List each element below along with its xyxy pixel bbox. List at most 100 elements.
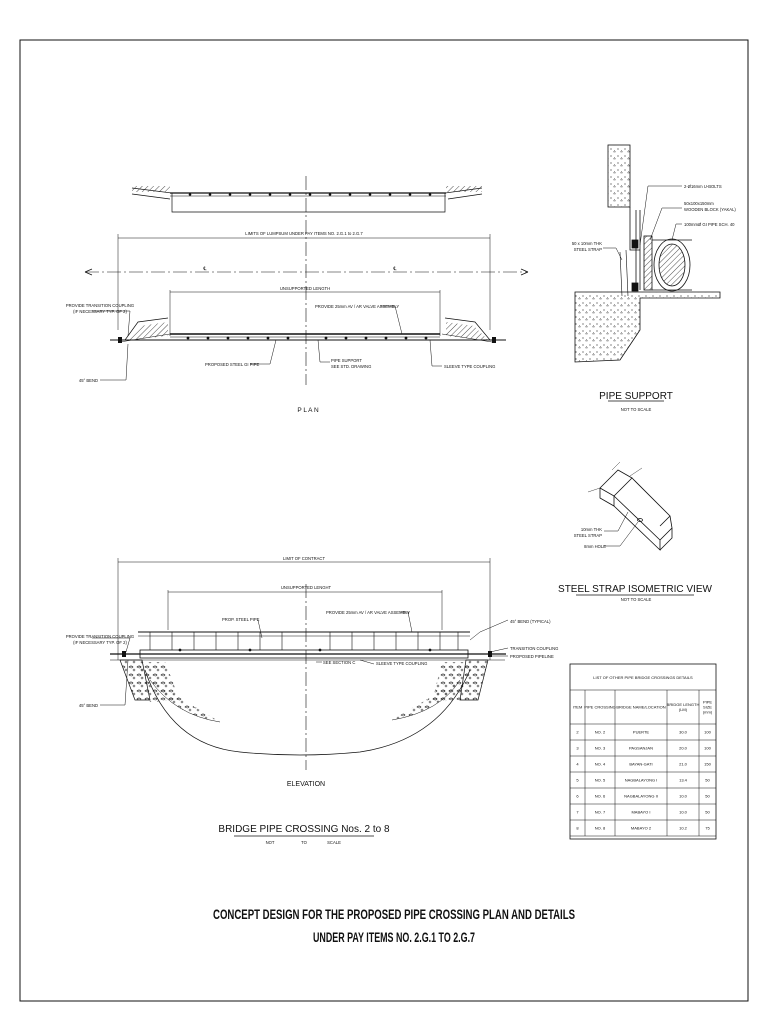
strap-iso-hole-label: 8mm HOLE [584,544,606,549]
crossing-table: LIST OF OTHER PIPE BRIDGE CROSSINGS DETA… [569,663,717,840]
elevation-railing-posts [149,632,459,650]
plan-transition-label-1: PROVIDE TRANSITION COUPLING [66,303,134,308]
pipe-support-labels: 2-Ø16mm U-BOLTS 50x100x150mm WOODEN BLOC… [572,184,737,412]
table-cell: 10.2 [679,826,688,831]
table-cell: NO. 6 [595,794,606,799]
table-cell: 30.0 [679,730,688,735]
elev-steel-pipe-label: PROP. STEEL PIPE [222,617,260,622]
table-header-cell: ITEM [573,705,583,710]
pipe-support-ubolts-label: 2-Ø16mm U-BOLTS [684,184,722,189]
bridge-scale-to: TO [301,840,307,845]
table-cell: 150 [704,762,711,767]
elev-bend-typ-label: 45° BEND (TYPICAL) [510,619,551,624]
pipe-support-detail [574,144,721,402]
table-cell: 6 [576,794,579,799]
pipe-support-wood-label-1: 50x100x150mm [684,201,714,206]
pipe-support-strap-label-2: STEEL STRAP [574,247,602,252]
table-cell: 3 [576,746,579,751]
table-cell: 20.0 [679,746,688,751]
table-title: LIST OF OTHER PIPE BRIDGE CROSSINGS DETA… [593,675,693,680]
bridge-title-block: BRIDGE PIPE CROSSING Nos. 2 to 8 NOT TO … [218,824,390,845]
plan-view [84,176,529,385]
table-cell: BAYAN-GATI [629,762,652,767]
elevation-supports [122,648,492,657]
plan-av-valve-label: PROVIDE 25mm AV / AR VALVE ASSEMBLY [315,304,399,309]
table-header-cell: BRIDGE NAME/LOCATION [616,705,665,710]
table-cell: 21.0 [679,762,688,767]
plan-cl-left: ℄ [202,266,207,272]
table-cell: 100 [704,746,711,751]
elev-view-label: ELEVATION [287,781,325,788]
plan-unsupported-label: UNSUPPORTED LENGTH [280,286,330,291]
table-cell: 50 [705,794,710,799]
sheet-title-line1: CONCEPT DESIGN FOR THE PROPOSED PIPE CRO… [213,907,575,922]
elev-av-valve-label: PROVIDE 25mm AV / AR VALVE ASSEMBLY [326,610,410,615]
table-header-cell: PIPE CROSSING [584,705,616,710]
elev-transition-label-1: PROVIDE TRANSITION COUPLING [66,634,134,639]
plan-view-label: P L A N [297,407,319,414]
table-cell: 2 [576,730,579,735]
plan-sleeve-label: SLEEVE TYPE COUPLING [444,364,495,369]
pipe-support-title: PIPE SUPPORT [599,391,673,402]
table-cell: 8 [576,826,579,831]
sheet-title-block: CONCEPT DESIGN FOR THE PROPOSED PIPE CRO… [213,907,575,945]
table-cell: 5 [576,778,579,783]
elev-transition-right-label: TRANSITION COUPLING [510,646,558,651]
plan-transition-label-2: (IF NECESSARY TYP. OF 2) [73,309,127,314]
strap-iso-scale: NOT TO SCALE [621,597,652,602]
elev-unsupported-label: UNSUPPORTED LENGHT [281,585,332,590]
plan-bend-label: 45° BEND [79,378,98,383]
table-cell: 75 [705,826,710,831]
elev-section-label: SEE SECTION C [323,660,355,665]
sheet-title-line2: UNDER PAY ITEMS NO. 2.G.1 TO 2.G.7 [313,930,475,945]
sheet-border [19,39,749,1002]
table-cell: NO. 3 [595,746,606,751]
elev-transition-label-2: (IF NECESSARY TYP. OF 2) [73,640,127,645]
pipe-support-strap-label-1: 50 x 10mm THK [572,241,602,246]
table-cell: MABAYO I [631,810,650,815]
plan-supports [118,336,496,343]
elevation-labels: LIMIT OF CONTRACT UNSUPPORTED LENGHT PRO… [66,556,559,788]
strap-iso-strap-label-2: STEEL STRAP [574,533,602,538]
table-cell: NO. 7 [595,810,606,815]
table-cell: 50 [705,778,710,783]
elev-bend-label: 45° BEND [79,703,98,708]
table-cell: NAGBALAYONG I [625,778,658,783]
bridge-scale-not: NOT [266,840,275,845]
table-cell: 10.0 [679,810,688,815]
plan-cl-right: ℄ [392,266,397,272]
plan-support-label-1: PIPE SUPPORT [331,358,362,363]
table-cell: PUERTE [633,730,649,735]
plan-limits-label: LIMITS OF LUMPSUM UNDER PAY ITEMS NO. 2.… [245,231,363,236]
plan-top-supports [188,193,432,196]
table-cell: NAGBALAYONG II [624,794,658,799]
elev-pipeline-label: PROPOSED PIPELINE [510,654,554,659]
table-cell: 7 [576,810,579,815]
bridge-title: BRIDGE PIPE CROSSING Nos. 2 to 8 [218,824,390,835]
strap-iso-title: STEEL STRAP ISOMETRIC VIEW [558,584,712,595]
steel-strap-iso [576,461,694,596]
plan-labels: LIMITS OF LUMPSUM UNDER PAY ITEMS NO. 2.… [66,231,496,414]
elevation-view [92,558,509,770]
plan-steel-pipe-label: PROPOSED STEEL GI PIPE [205,362,260,367]
table-cell: 4 [576,762,579,767]
bridge-scale-scale: SCALE [327,840,341,845]
pipe-support-gi-pipe-label: 100mmØ GI PIPE SCH. 40 [684,222,735,227]
table-cell: NO. 4 [595,762,606,767]
table-cell: MABAYO 2 [631,826,652,831]
table-cell: NO. 2 [595,730,606,735]
table-cell: 10.0 [679,794,688,799]
table-cell: PAGSANJAN [629,746,653,751]
steel-strap-labels: 10mm THK STEEL STRAP 8mm HOLE STEEL STRA… [558,527,712,602]
table-cell: 50 [705,810,710,815]
plan-support-label-2: SEE STD. DRAWING [331,364,371,369]
pipe-support-wood-label-2: WOODEN BLOCK (YAKAL) [684,207,736,212]
table-header-cell: BRIDGE LENGTH(LM) [667,702,700,712]
table-cell: NO. 8 [595,826,606,831]
strap-iso-strap-label-1: 10mm THK [581,527,602,532]
pipe-support-scale: NOT TO SCALE [621,407,652,412]
table-cell: NO. 5 [595,778,606,783]
